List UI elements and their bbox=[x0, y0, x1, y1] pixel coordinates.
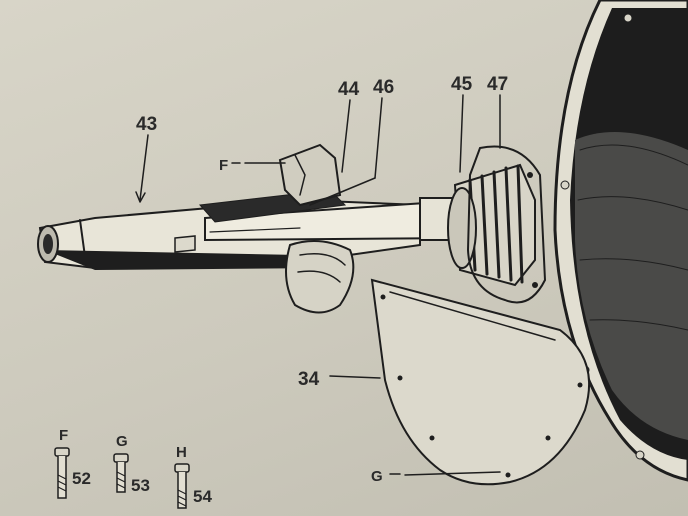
bell-housing bbox=[553, 0, 688, 482]
bolt-number-54: 54 bbox=[193, 487, 212, 506]
bolt-letter-F: F bbox=[59, 427, 68, 444]
bolt-letter-G: G bbox=[116, 433, 128, 450]
marker-F: F bbox=[219, 157, 228, 174]
gear-45 bbox=[447, 163, 536, 287]
bolt-number-53: 53 bbox=[131, 476, 150, 495]
bolt-letter-H: H bbox=[176, 444, 187, 461]
callout-45: 45 bbox=[451, 74, 473, 95]
clamp-44 bbox=[198, 143, 347, 223]
bolt-number-52: 52 bbox=[72, 469, 91, 488]
callout-47: 47 bbox=[487, 74, 508, 95]
callout-44: 44 bbox=[338, 79, 360, 100]
flange-47 bbox=[466, 145, 547, 304]
callout-34: 34 bbox=[298, 369, 320, 390]
tube-flange bbox=[285, 240, 355, 314]
marker-G: G bbox=[371, 468, 383, 485]
cover-plate-34 bbox=[370, 278, 591, 486]
callout-46: 46 bbox=[373, 77, 394, 98]
callout-43: 43 bbox=[136, 114, 157, 135]
leader-lines bbox=[135, 94, 501, 476]
bolt-legend: F 52 G 53 H 54 bbox=[54, 427, 212, 509]
